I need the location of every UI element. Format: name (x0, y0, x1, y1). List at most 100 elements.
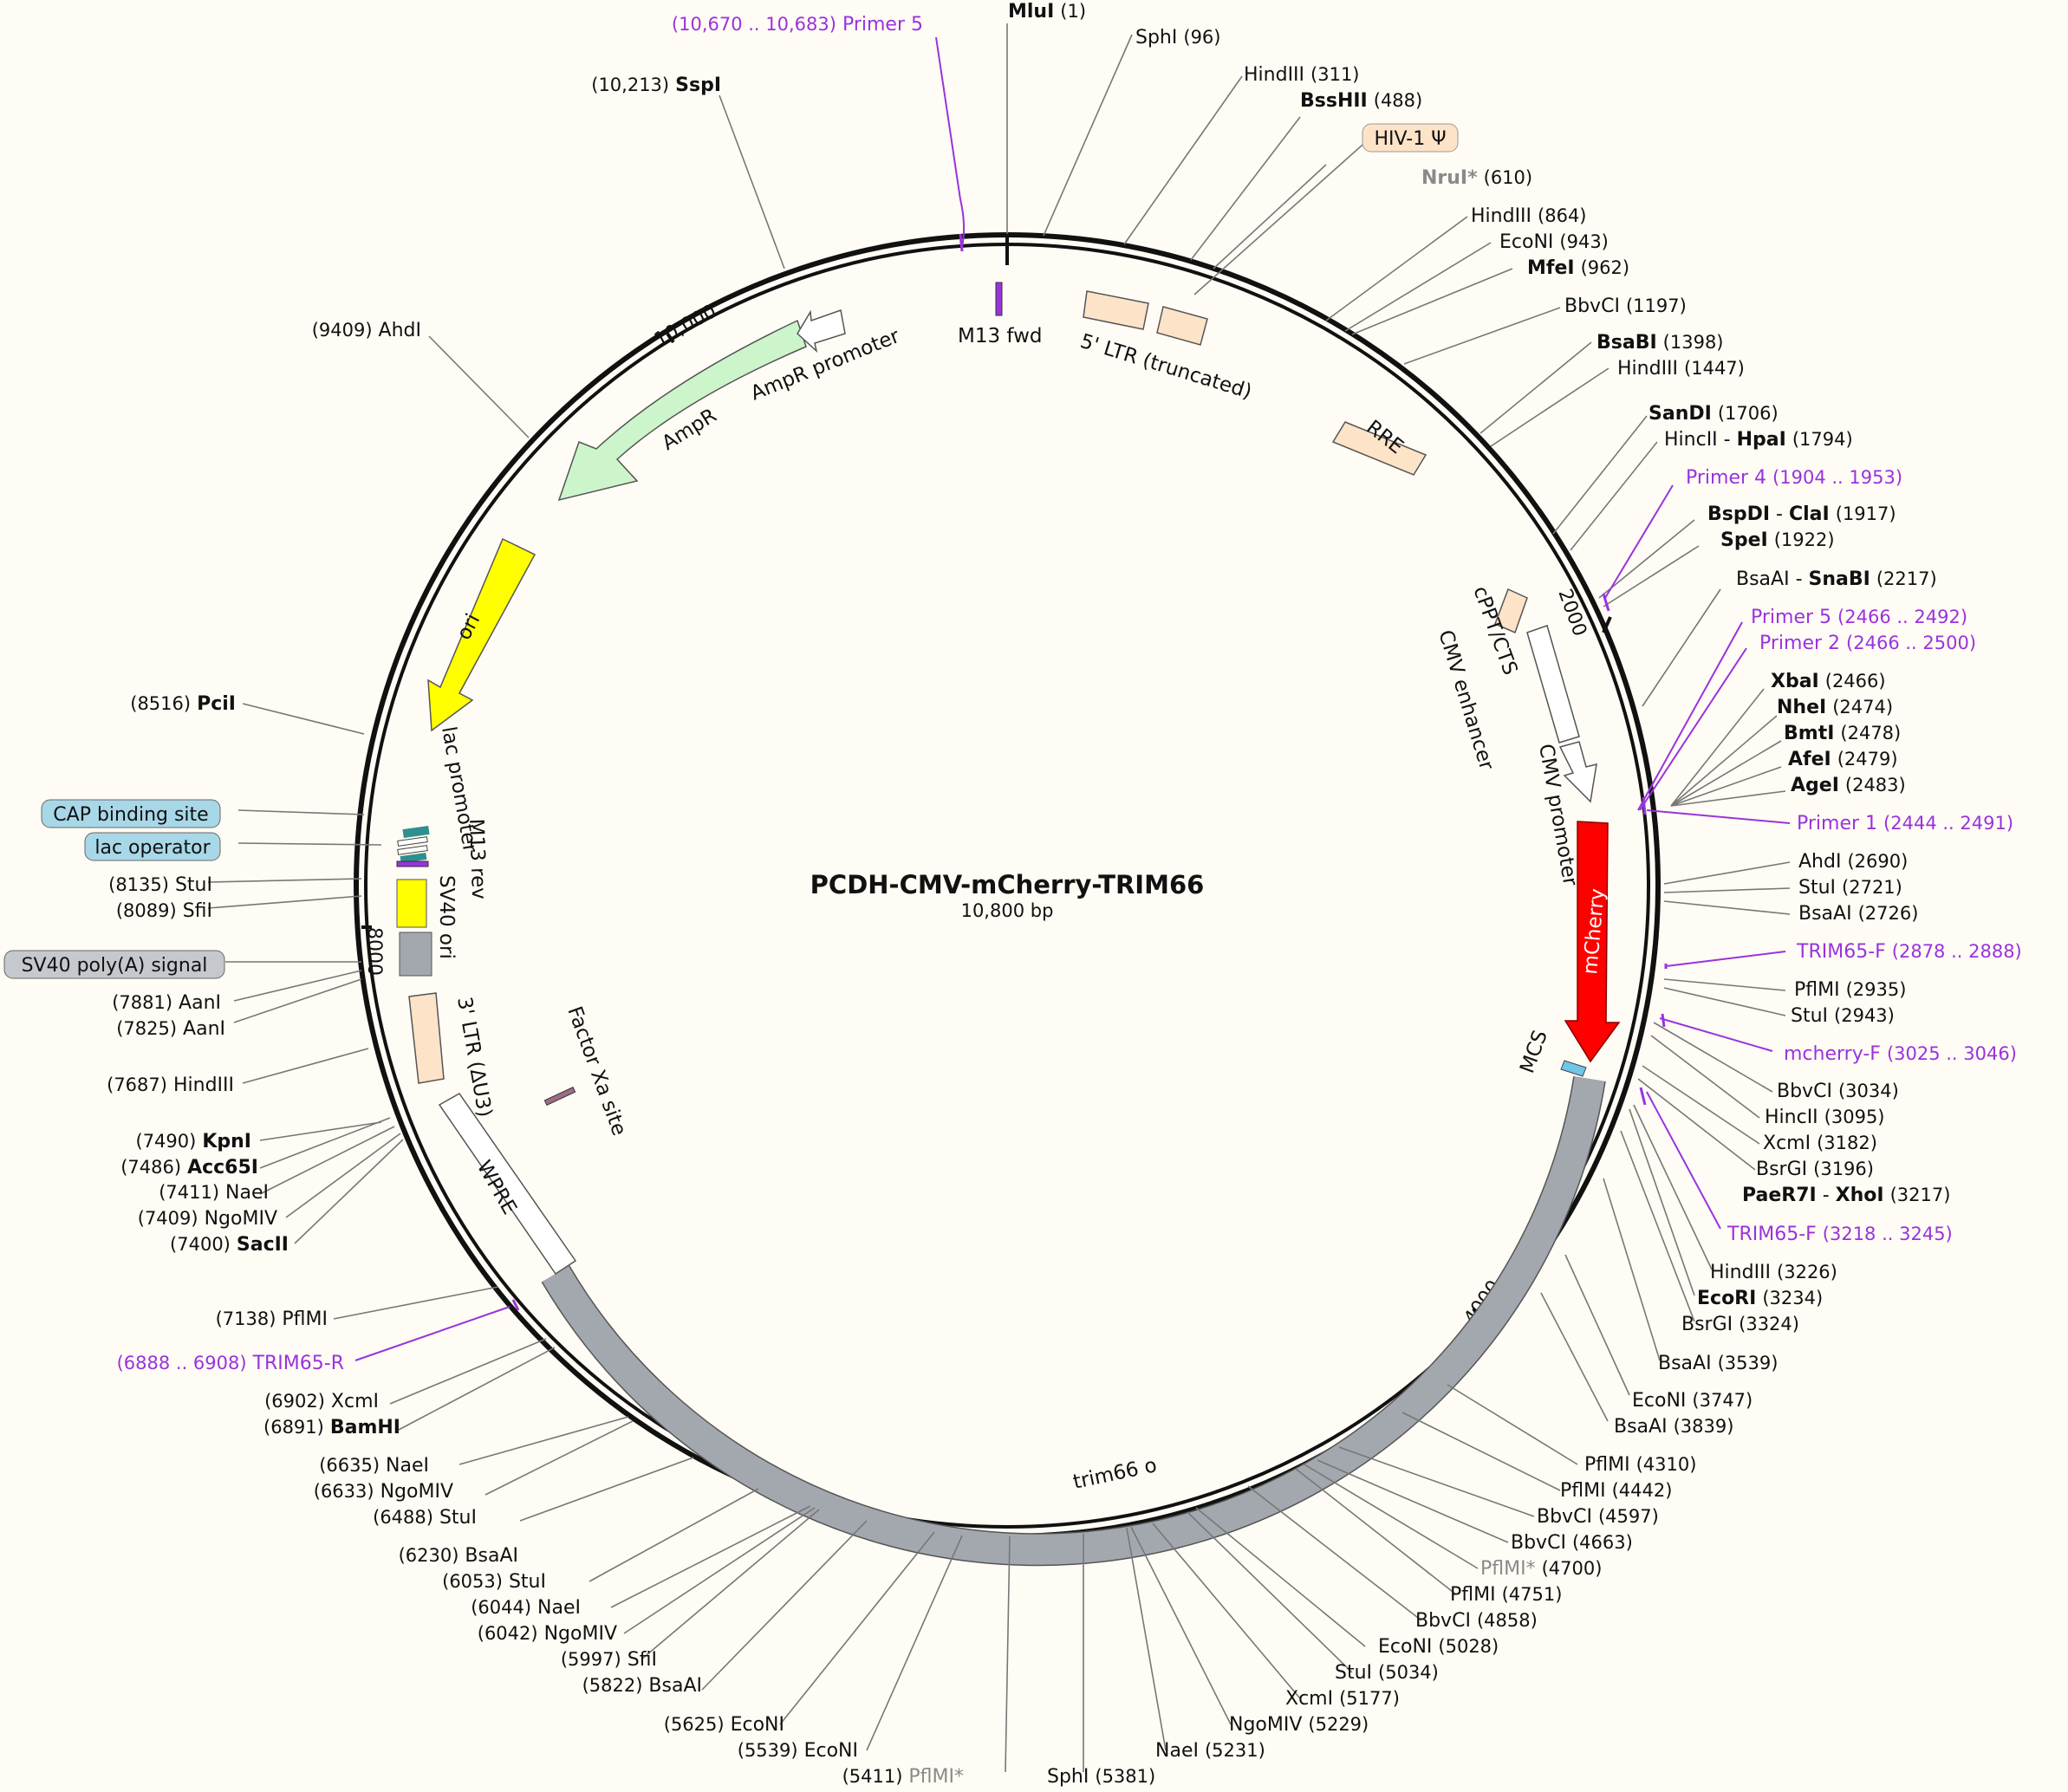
site-ahdi-9409[interactable]: (9409) AhdI (312, 320, 421, 341)
site-naei-7411[interactable]: (7411) NaeI (159, 1182, 269, 1204)
site-bmti[interactable]: BmtI (2478) (1784, 723, 1901, 744)
site-stui-5034[interactable]: StuI (5034) (1335, 1662, 1439, 1684)
site-bsshii[interactable]: BssHII (488) (1300, 90, 1422, 112)
cap-binding-site-label[interactable]: CAP binding site (53, 804, 208, 826)
ampr-feature[interactable] (557, 319, 807, 502)
primer-1[interactable]: Primer 1 (2444 .. 2491) (1797, 813, 2013, 834)
site-hindiii-864[interactable]: HindIII (864) (1471, 205, 1587, 227)
ampr-promoter-feature[interactable] (797, 309, 846, 354)
site-pflmi-2935[interactable]: PflMI (2935) (1794, 979, 1906, 1001)
site-econi-3747[interactable]: EcoNI (3747) (1632, 1390, 1753, 1412)
site-pflmi-4751[interactable]: PflMI (4751) (1450, 1584, 1562, 1606)
primer-5-top[interactable]: (10,670 .. 10,683) Primer 5 (672, 14, 923, 36)
site-bspdi-clai[interactable]: BspDI - ClaI (1917) (1707, 503, 1896, 525)
site-pflmi-4442[interactable]: PflMI (4442) (1560, 1480, 1672, 1502)
site-bbvci-4597[interactable]: BbvCI (4597) (1537, 1506, 1659, 1528)
sv40-polya-feature[interactable] (399, 932, 432, 977)
site-acc65i[interactable]: (7486) Acc65I (120, 1157, 258, 1178)
primer-trim65-f-1[interactable]: TRIM65-F (2878 .. 2888) (1796, 941, 2022, 963)
primer-4[interactable]: Primer 4 (1904 .. 1953) (1686, 467, 1902, 489)
site-aani-7825[interactable]: (7825) AanI (116, 1018, 225, 1040)
site-afei[interactable]: AfeI (2479) (1788, 749, 1898, 770)
site-bsrgi-3324[interactable]: BsrGI (3324) (1681, 1314, 1799, 1335)
site-pflmi-7138[interactable]: (7138) PflMI (216, 1308, 328, 1330)
site-econi-5028[interactable]: EcoNI (5028) (1378, 1636, 1499, 1658)
site-sphi-96[interactable]: SphI (96) (1135, 27, 1220, 49)
site-xcmi-3182[interactable]: XcmI (3182) (1763, 1133, 1877, 1154)
site-agei[interactable]: AgeI (2483) (1791, 775, 1906, 796)
sv40-ori-feature-yellow[interactable] (396, 879, 427, 928)
site-bsaai-5822[interactable]: (5822) BsaAI (582, 1675, 702, 1697)
site-xcmi-6902[interactable]: (6902) XcmI (264, 1391, 379, 1412)
site-econi-943[interactable]: EcoNI (943) (1499, 231, 1609, 253)
site-ngomiv-7409[interactable]: (7409) NgoMIV (138, 1208, 277, 1230)
site-stui-2943[interactable]: StuI (2943) (1791, 1005, 1895, 1027)
site-stui-8135[interactable]: (8135) StuI (108, 874, 212, 896)
site-naei-6635[interactable]: (6635) NaeI (319, 1455, 429, 1477)
site-aani-7881[interactable]: (7881) AanI (112, 992, 221, 1014)
site-sfii-5997[interactable]: (5997) SfiI (561, 1649, 657, 1671)
site-bsaai-3539[interactable]: BsaAI (3539) (1658, 1353, 1778, 1374)
sv40-polya-label[interactable]: SV40 poly(A) signal (22, 955, 208, 977)
site-bbvci-4858[interactable]: BbvCI (4858) (1415, 1610, 1538, 1632)
site-mfei[interactable]: MfeI (962) (1527, 257, 1629, 279)
site-pflmi-4700[interactable]: PflMI* (4700) (1480, 1558, 1602, 1580)
ori-feature[interactable] (427, 537, 537, 732)
site-bsaai-2726[interactable]: BsaAI (2726) (1798, 903, 1918, 925)
site-nhei[interactable]: NheI (2474) (1777, 697, 1893, 718)
site-bbvci-1197[interactable]: BbvCI (1197) (1564, 295, 1687, 317)
site-sandi[interactable]: SanDI (1706) (1649, 403, 1779, 425)
mcs-feature[interactable] (1560, 1060, 1587, 1077)
site-pflmi-4310[interactable]: PflMI (4310) (1584, 1454, 1696, 1476)
site-naei-5231[interactable]: NaeI (5231) (1155, 1740, 1265, 1762)
site-sphi-5381[interactable]: SphI (5381) (1047, 1766, 1155, 1788)
site-spei[interactable]: SpeI (1922) (1720, 529, 1835, 551)
site-naei-6044[interactable]: (6044) NaeI (471, 1597, 581, 1619)
primer-trim65-r[interactable]: (6888 .. 6908) TRIM65-R (117, 1353, 344, 1374)
site-stui-2721[interactable]: StuI (2721) (1798, 877, 1902, 899)
site-bsaai-6230[interactable]: (6230) BsaAI (399, 1545, 518, 1567)
site-pcii[interactable]: (8516) PciI (130, 693, 236, 715)
site-bsaai-3839[interactable]: BsaAI (3839) (1614, 1416, 1733, 1438)
ltr3-feature[interactable] (408, 992, 445, 1084)
site-hindiii-3226[interactable]: HindIII (3226) (1710, 1262, 1837, 1283)
site-xbai[interactable]: XbaI (2466) (1771, 671, 1886, 692)
primer-5[interactable]: Primer 5 (2466 .. 2492) (1751, 607, 1967, 628)
site-ngomiv-6633[interactable]: (6633) NgoMIV (314, 1481, 453, 1503)
site-hindiii-1447[interactable]: HindIII (1447) (1617, 358, 1745, 380)
primer-mcherry-f[interactable]: mcherry-F (3025 .. 3046) (1784, 1043, 2017, 1065)
site-bsaai-snabi[interactable]: BsaAI - SnaBI (2217) (1736, 568, 1937, 590)
site-ecori[interactable]: EcoRI (3234) (1697, 1288, 1823, 1309)
lac-region-features[interactable] (396, 825, 430, 867)
wpre-feature[interactable] (438, 1093, 577, 1276)
site-ngomiv-5229[interactable]: NgoMIV (5229) (1229, 1714, 1369, 1736)
site-pflmi-5411[interactable]: (5411) PflMI* (842, 1766, 964, 1788)
site-bbvci-3034[interactable]: BbvCI (3034) (1777, 1081, 1899, 1102)
lac-operator-label[interactable]: lac operator (94, 837, 211, 859)
site-econi-5625[interactable]: (5625) EcoNI (664, 1714, 784, 1736)
site-hindiii-311[interactable]: HindIII (311) (1244, 64, 1360, 86)
site-paer7i-xhoi[interactable]: PaeR7I - XhoI (3217) (1742, 1185, 1950, 1206)
site-stui-6488[interactable]: (6488) StuI (373, 1507, 477, 1529)
hiv-psi-label[interactable]: HIV-1 Ψ (1374, 128, 1446, 150)
site-ahdi-2690[interactable]: AhdI (2690) (1798, 851, 1908, 873)
cmv-enhancer-feature[interactable] (1526, 625, 1580, 743)
site-sfii-8089[interactable]: (8089) SfiI (116, 900, 212, 922)
cmv-promoter-feature[interactable] (1558, 741, 1597, 803)
site-sacii[interactable]: (7400) SacII (170, 1234, 289, 1256)
primer-trim65-f-2[interactable]: TRIM65-F (3218 .. 3245) (1727, 1224, 1953, 1245)
site-nrui[interactable]: NruI* (610) (1421, 167, 1532, 189)
factor-xa-feature[interactable] (543, 1087, 576, 1106)
cppt-feature[interactable] (1494, 588, 1528, 634)
site-sspi[interactable]: (10,213) SspI (591, 75, 721, 96)
site-xcmi-5177[interactable]: XcmI (5177) (1285, 1688, 1400, 1710)
site-bsabi[interactable]: BsaBI (1398) (1597, 332, 1724, 354)
site-bamhi[interactable]: (6891) BamHI (263, 1417, 400, 1438)
site-ngomiv-6042[interactable]: (6042) NgoMIV (478, 1623, 617, 1645)
rre-feature[interactable] (1331, 421, 1427, 476)
site-hindiii-7687[interactable]: (7687) HindIII (107, 1075, 234, 1096)
site-econi-5539[interactable]: (5539) EcoNI (738, 1740, 858, 1762)
ltr5-feature[interactable] (1083, 290, 1208, 346)
m13-fwd-feature[interactable] (995, 282, 1003, 316)
site-stui-6053[interactable]: (6053) StuI (442, 1571, 546, 1593)
